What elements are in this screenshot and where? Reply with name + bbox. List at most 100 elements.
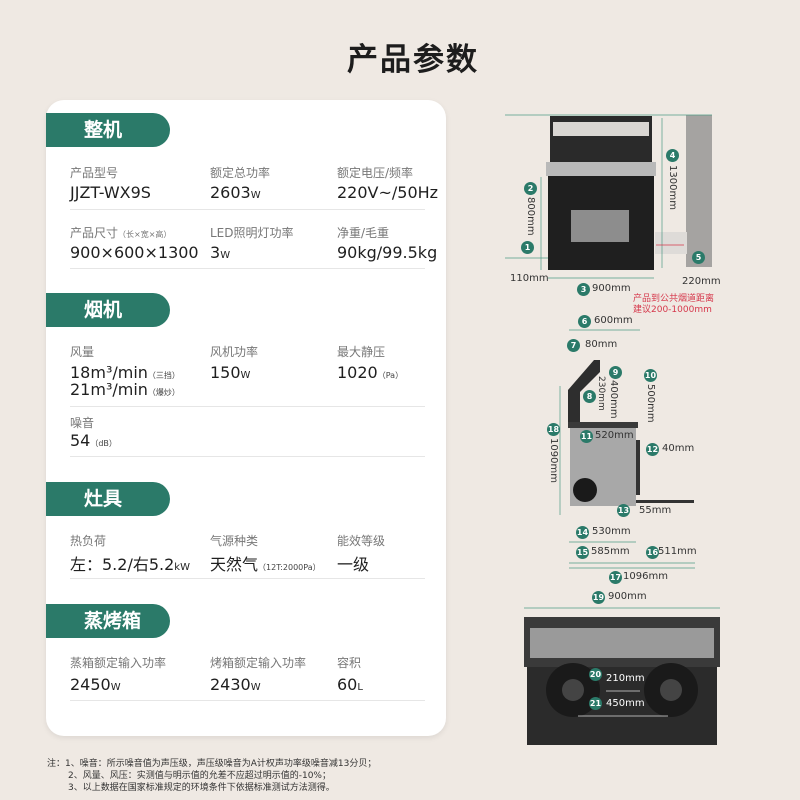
footnote: 注：1、噪音：所示噪音值为声压级，声压级噪音为A计权声功率级噪音减13分贝； (47, 759, 377, 769)
side-view-illustration (559, 329, 695, 569)
spec-label: 风量 (70, 345, 95, 359)
dimension-badge: 13 (617, 504, 630, 517)
spec-label: 蒸箱额定输入功率 (70, 656, 167, 670)
dimension-badge: 12 (646, 443, 659, 456)
dimension-badge: 19 (592, 591, 605, 604)
value-number: 2450 (70, 675, 111, 694)
dimension-badge: 4 (666, 149, 679, 162)
dimension-label: 800mm (525, 197, 536, 236)
value-note: （爆炒） (147, 388, 180, 397)
dimension-label: 210mm (606, 673, 645, 684)
value-note: （12T:2000Pa） (258, 563, 321, 572)
spec-value: 2603W (210, 183, 261, 202)
dimension-label: 500mm (645, 384, 656, 423)
spec-label: LED照明灯功率 (210, 226, 294, 240)
value-note: （dB） (90, 439, 117, 448)
dimension-badge: 17 (609, 571, 622, 584)
dimension-badge: 9 (609, 366, 622, 379)
dimension-label: 40mm (662, 443, 695, 454)
dimension-label: 900mm (608, 591, 647, 602)
value-unit: W (110, 682, 121, 693)
flue-distance-note: 产品到公共烟道距离 (633, 294, 715, 304)
spec-value: 一级 (337, 555, 370, 574)
dimension-badge: 5 (692, 251, 705, 264)
dimension-badge: 20 (589, 668, 602, 681)
value-note: （Pa） (377, 371, 404, 380)
spec-value: 2450W (70, 675, 121, 694)
dimension-label: 55mm (639, 505, 672, 516)
value-number: 3 (210, 243, 221, 262)
dimension-badge: 18 (547, 423, 560, 436)
spec-value: 90kg/99.5kg (337, 243, 438, 262)
spec-label: 风机功率 (210, 345, 259, 359)
dimension-label: 220mm (682, 276, 721, 287)
label-text: 产品尺寸 (70, 226, 119, 240)
dimension-badge: 10 (644, 369, 657, 382)
spec-value: JJZT-WX9S (70, 183, 151, 202)
dimension-label: 1096mm (623, 571, 668, 582)
dimension-label: 530mm (592, 526, 631, 537)
spec-value: 3W (210, 243, 230, 262)
value-number: 18m³/min (70, 363, 148, 382)
page-title: 产品参数 (347, 42, 479, 78)
dimension-badge: 2 (524, 182, 537, 195)
value-number: 1020 (337, 363, 378, 382)
section-header-stove: 灶具 (46, 482, 170, 516)
dimension-badge: 16 (646, 546, 659, 559)
spec-value: 150W (210, 363, 250, 382)
value-number: 21m³/min (70, 380, 148, 399)
divider (70, 268, 425, 269)
spec-label: 额定电压/频率 (337, 166, 414, 180)
dimension-badge: 14 (576, 526, 589, 539)
dimension-label: 450mm (606, 698, 645, 709)
dimension-label: 585mm (591, 546, 630, 557)
divider (70, 700, 425, 701)
spec-value: 天然气（12T:2000Pa） (210, 551, 321, 575)
dimension-label: 110mm (510, 273, 549, 284)
dimension-badge: 7 (567, 339, 580, 352)
spec-label: 产品尺寸（长×宽×高） (70, 224, 171, 241)
section-header-whole-unit: 整机 (46, 113, 170, 147)
dimension-label: 520mm (595, 430, 634, 441)
value-number: 天然气 (210, 555, 259, 574)
spec-label: 净重/毛重 (337, 226, 390, 240)
dimension-badge: 6 (578, 315, 591, 328)
value-unit: kW (174, 562, 190, 573)
value-number: 54 (70, 431, 91, 450)
dimension-label: 230mm (596, 376, 606, 411)
spec-label: 产品型号 (70, 166, 119, 180)
spec-label: 额定总功率 (210, 166, 271, 180)
value-number: 150 (210, 363, 241, 382)
section-header-range-hood: 烟机 (46, 293, 170, 327)
value-unit: W (250, 682, 261, 693)
top-view-illustration (524, 607, 720, 745)
spec-value: 900×600×1300 (70, 243, 199, 262)
spec-value: 左：5.2/右5.2kW (70, 551, 190, 575)
label-note: （长×宽×高） (118, 230, 172, 239)
value-number: 2430 (210, 675, 251, 694)
dimension-badge: 21 (589, 697, 602, 710)
dimension-badge: 3 (577, 283, 590, 296)
value-number: 2603 (210, 183, 251, 202)
spec-label: 能效等级 (337, 534, 386, 548)
dimension-label: 600mm (594, 315, 633, 326)
value-number: 60 (337, 675, 358, 694)
spec-value: 220V~/50Hz (337, 183, 439, 202)
dimension-label: 80mm (585, 339, 618, 350)
value-unit: W (250, 190, 261, 201)
footnote: 3、以上数据在国家标准规定的环境条件下依据标准测试方法测得。 (68, 783, 335, 793)
spec-label: 热负荷 (70, 534, 107, 548)
value-unit: W (220, 250, 231, 261)
dimension-badge: 15 (576, 546, 589, 559)
value-unit: W (240, 370, 251, 381)
divider (70, 406, 425, 407)
section-header-steam-oven: 蒸烤箱 (46, 604, 170, 638)
spec-value: 1020（Pa） (337, 363, 403, 382)
spec-value: 2430W (210, 675, 261, 694)
flue-distance-note: 建议200-1000mm (633, 305, 712, 315)
dimension-badge: 1 (521, 241, 534, 254)
value-note: （三挡） (147, 371, 180, 380)
spec-value: 60L (337, 675, 363, 694)
dimension-label: 400mm (608, 380, 619, 419)
